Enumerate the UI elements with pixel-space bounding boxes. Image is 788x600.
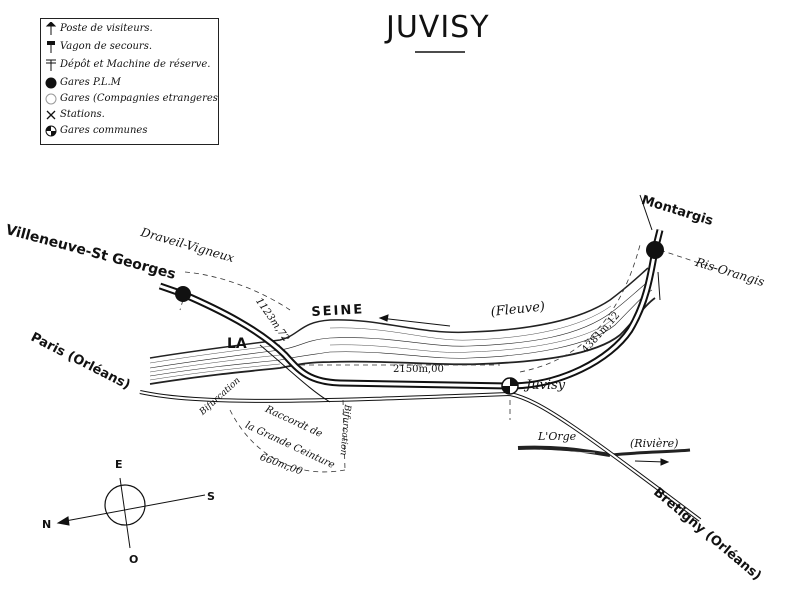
legend-item: Dépôt et Machine de réserve.	[45, 58, 210, 71]
label-juvisy: Juvisy	[526, 378, 566, 393]
legend-item: Poste de visiteurs.	[45, 22, 153, 35]
villeneuve-station-icon	[175, 286, 191, 302]
legend-label: Gares communes	[60, 125, 148, 136]
legend-label: Gares P.L.M	[60, 77, 121, 88]
compass-rose	[56, 477, 206, 549]
juvisy-common-station-icon	[501, 377, 519, 395]
label-seine: SEINE	[311, 302, 365, 320]
legend-item: Gares communes	[45, 124, 147, 137]
legend-item: Vagon de secours.	[45, 40, 152, 53]
seine-river	[149, 267, 656, 385]
legend-label: Dépôt et Machine de réserve.	[60, 59, 211, 70]
legend: Poste de visiteurs. Vagon de secours. Dé…	[40, 18, 219, 145]
orge-river	[517, 445, 691, 457]
distance-lines	[179, 244, 721, 473]
compass-s: S	[207, 490, 215, 503]
compass-n: N	[42, 518, 52, 531]
legend-item: Stations.	[45, 108, 105, 121]
label-riviere: (Rivière)	[630, 437, 679, 450]
legend-label: Poste de visiteurs.	[60, 23, 153, 34]
compass-o: O	[129, 553, 139, 566]
visitor-post-icon	[45, 22, 57, 35]
depot-icon	[45, 58, 57, 71]
flow-arrows	[378, 314, 670, 466]
cross-icon	[45, 108, 57, 121]
label-orge: L'Orge	[538, 430, 577, 443]
legend-label: Vagon de secours.	[60, 41, 153, 52]
legend-label: Stations.	[60, 109, 105, 120]
orleans-line	[139, 194, 702, 522]
distance-2: 2150m,00	[393, 364, 444, 375]
legend-item: Gares (Compagnies etrangeres	[45, 92, 218, 105]
open-circle-icon	[45, 92, 57, 105]
quartered-circle-icon	[45, 124, 57, 137]
map-title: JUVISY	[386, 10, 490, 45]
legend-item: Gares P.L.M	[45, 76, 121, 89]
montargis-station-icon	[646, 241, 664, 259]
rescue-wagon-icon	[45, 40, 57, 53]
filled-circle-icon	[45, 76, 57, 89]
label-la: LA	[227, 336, 247, 352]
compass-e: E	[115, 458, 123, 471]
legend-label: Gares (Compagnies etrangeres	[60, 93, 218, 104]
